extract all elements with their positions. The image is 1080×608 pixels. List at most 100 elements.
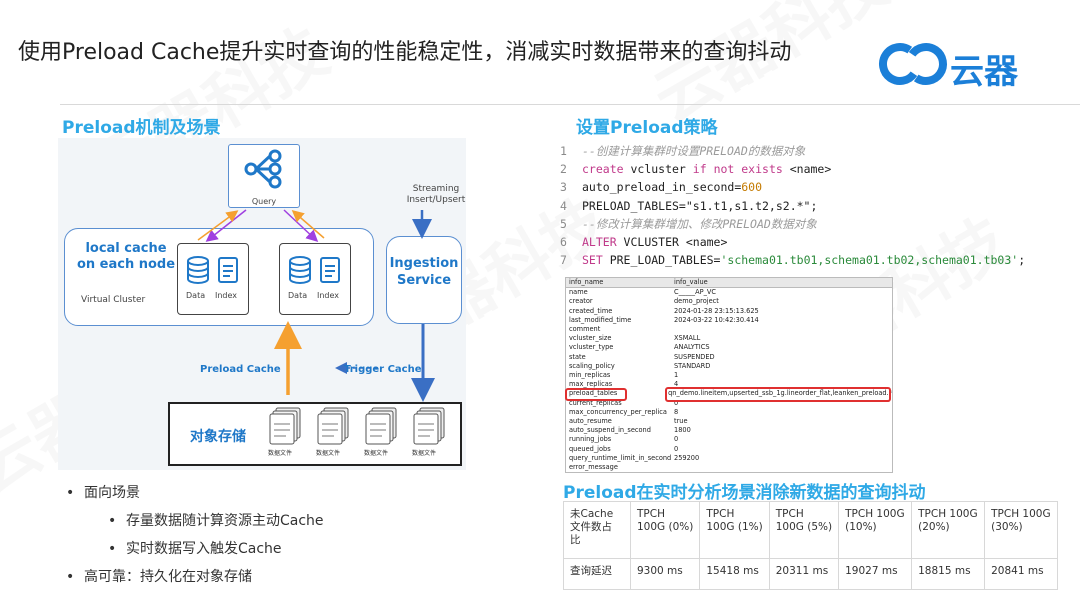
info-key: preload_tables	[569, 389, 618, 398]
index-label: Index	[317, 291, 340, 300]
table-row: state SUSPENDED	[566, 353, 892, 362]
table-cell: 15418 ms	[699, 558, 770, 590]
local-cache-label: local cache on each node	[76, 241, 176, 272]
info-value: 1	[674, 371, 679, 380]
file-label: 数据文件	[412, 450, 437, 457]
database-icon	[289, 256, 311, 284]
info-value: 0	[674, 435, 679, 444]
info-value: C_____AP_VC	[674, 288, 716, 297]
file-stack-icon	[317, 407, 349, 445]
logo-mark-icon	[879, 43, 947, 85]
ingestion-service-label: Ingestion Service	[389, 256, 459, 288]
data-file: 数据文件	[412, 406, 456, 457]
data-label: Data	[288, 291, 308, 300]
info-value: 259200	[674, 453, 700, 462]
info-value: 0	[674, 398, 679, 407]
info-value: 2024-01-28 23:15:13.625	[674, 306, 759, 315]
file-stack-icon	[365, 407, 397, 445]
info-key: current_replicas	[569, 398, 622, 407]
info-key: auto_resume	[569, 417, 612, 426]
table-cell: 20311 ms	[768, 558, 840, 590]
table-row: max_concurrency_per_replica 8	[566, 408, 892, 417]
info-key: scaling_policy	[569, 361, 615, 370]
latency-table: 未Cache 文件数占 比 TPCH 100G (0%) TPCH 100G (…	[563, 501, 1059, 590]
table-cell: 查询延迟	[563, 558, 631, 590]
info-value: 0	[674, 444, 679, 453]
info-key: running_jobs	[569, 435, 612, 444]
data-label: Data	[186, 291, 206, 300]
preload-mechanism-title: Preload机制及场景	[62, 118, 221, 138]
info-key: state	[569, 352, 586, 361]
info-key: auto_suspend_in_second	[569, 426, 651, 435]
info-key: max_concurrency_per_replica	[569, 407, 667, 416]
info-value	[671, 463, 674, 472]
info-key: comment	[569, 325, 601, 334]
share-network-icon	[244, 149, 282, 189]
document-icon	[320, 257, 340, 283]
data-file: 数据文件	[268, 406, 312, 457]
table-row: auto_resume true	[566, 417, 892, 426]
info-value: 4	[674, 380, 679, 389]
info-key: max_replicas	[569, 380, 613, 389]
code-line: 5--修改计算集群增加、修改PRELOAD数据对象	[560, 216, 817, 231]
table-cell: TPCH 100G (30%)	[984, 501, 1059, 559]
table-cell: 9300 ms	[629, 558, 701, 590]
file-stack-icon	[269, 407, 301, 445]
bullet-item: •存量数据随计算资源主动Cache	[108, 513, 324, 529]
document-icon	[218, 257, 238, 283]
info-key: vcluster_type	[569, 343, 614, 352]
table-row: max_replicas 4	[566, 380, 892, 389]
database-icon	[187, 256, 209, 284]
table-cell: TPCH 100G (0%)	[629, 501, 701, 559]
info-value: true	[674, 417, 688, 426]
preload-architecture-diagram: Query local cache on each node Virtual C…	[58, 138, 466, 470]
info-value: STANDARD	[674, 361, 711, 370]
compute-node-1: Data Index	[177, 243, 249, 315]
code-line: 1--创建计算集群时设置PRELOAD的数据对象	[560, 144, 806, 158]
table-cell: 未Cache 文件数占 比	[563, 501, 631, 559]
file-label: 数据文件	[316, 450, 341, 457]
streaming-label: Streaming Insert/Upsert	[406, 184, 466, 205]
info-key: name	[569, 288, 588, 297]
info-value: ANALYTICS	[674, 343, 710, 352]
ingestion-service-box: Ingestion Service	[386, 236, 462, 324]
file-stack-icon	[413, 407, 445, 445]
info-key: query_runtime_limit_in_second	[569, 453, 672, 462]
logo-text: 云器	[950, 52, 1018, 92]
preload-strategy-title: 设置Preload策略	[576, 118, 718, 138]
object-storage-box: 对象存储	[168, 402, 462, 466]
query-label: Query	[251, 197, 277, 206]
table-row: error_message	[566, 463, 892, 472]
info-key: creator	[569, 297, 593, 306]
query-node: Query	[228, 144, 300, 208]
table-row: auto_suspend_in_second 1800	[566, 426, 892, 435]
table-cell: 20841 ms	[984, 558, 1059, 590]
table-cell: TPCH 100G (5%)	[768, 501, 840, 559]
index-label: Index	[215, 291, 238, 300]
virtual-cluster-label: Virtual Cluster	[81, 295, 146, 305]
table-row: name C_____AP_VC	[566, 288, 892, 297]
info-value: XSMALL	[674, 334, 701, 343]
info-value: 1800	[674, 426, 691, 435]
table-cell: TPCH 100G (20%)	[911, 501, 986, 559]
object-storage-label: 对象存储	[190, 429, 246, 445]
info-value: SUSPENDED	[674, 352, 715, 361]
info-key: last_modified_time	[569, 315, 632, 324]
diagram-arrows	[197, 209, 435, 402]
virtual-cluster-box: local cache on each node Virtual Cluster…	[64, 228, 374, 326]
info-value: 8	[674, 407, 679, 416]
